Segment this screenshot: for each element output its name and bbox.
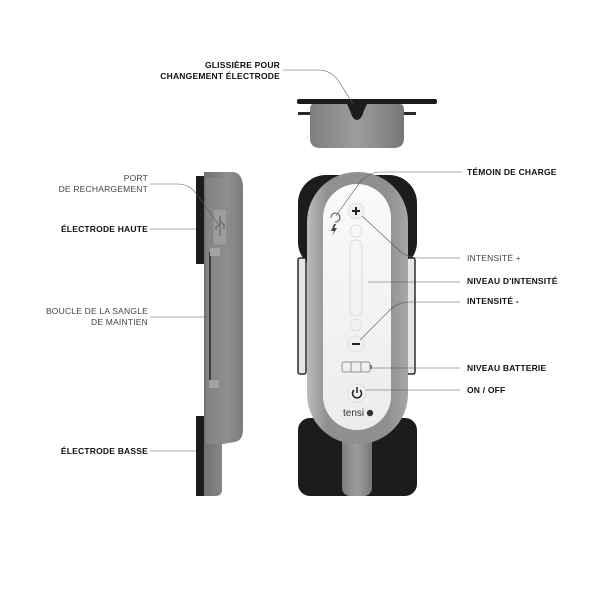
- top-view: [297, 99, 437, 148]
- label-on-off-line1: ON / OFF: [467, 385, 506, 395]
- label-strap-buckle: BOUCLE DE LA SANGLE DE MAINTIEN: [20, 306, 148, 328]
- label-charging-port-line1: PORT: [123, 173, 148, 183]
- label-intensity-level-line1: NIVEAU D'INTENSITÉ: [467, 276, 558, 286]
- label-slide-line2: CHANGEMENT ÉLECTRODE: [160, 71, 280, 81]
- brand-logo: tensi: [343, 408, 364, 419]
- label-intensity-minus-line1: INTENSITÉ -: [467, 296, 519, 306]
- charge-indicator-icon: [330, 212, 341, 223]
- lightning-icon: [331, 224, 337, 236]
- power-icon: [351, 389, 363, 399]
- label-charging-port-line2: DE RECHARGEMENT: [58, 184, 148, 194]
- label-upper-electrode-line1: ÉLECTRODE HAUTE: [60, 224, 148, 234]
- label-charge-indicator: TÉMOIN DE CHARGE: [467, 167, 557, 178]
- intensity-level-bar: [349, 239, 363, 317]
- label-slide: GLISSIÈRE POUR CHANGEMENT ÉLECTRODE: [140, 60, 280, 82]
- label-on-off: ON / OFF: [467, 385, 505, 396]
- label-charge-indicator-line1: TÉMOIN DE CHARGE: [467, 167, 557, 177]
- leader-lines: [150, 69, 462, 452]
- label-charging-port: PORT DE RECHARGEMENT: [40, 173, 148, 195]
- label-intensity-plus-line1: INTENSITÉ +: [467, 253, 521, 263]
- usb-icon: [215, 216, 225, 236]
- side-view: [196, 172, 243, 496]
- label-battery-level: NIVEAU BATTERIE: [467, 363, 546, 374]
- front-view: tensi: [297, 172, 417, 496]
- label-intensity-level: NIVEAU D'INTENSITÉ: [467, 276, 558, 287]
- label-strap-buckle-line1: BOUCLE DE LA SANGLE: [45, 306, 148, 316]
- label-lower-electrode-line1: ÉLECTRODE BASSE: [60, 446, 148, 456]
- slide-latch-icon[interactable]: [347, 104, 367, 120]
- label-upper-electrode: ÉLECTRODE HAUTE: [40, 224, 148, 235]
- label-slide-line1: GLISSIÈRE POUR: [204, 60, 280, 70]
- battery-icon: [341, 361, 372, 373]
- plus-icon: [352, 207, 360, 215]
- lower-electrode: [196, 416, 204, 496]
- label-lower-electrode: ÉLECTRODE BASSE: [40, 446, 148, 457]
- label-battery-level-line1: NIVEAU BATTERIE: [467, 363, 547, 373]
- label-strap-buckle-line2: DE MAINTIEN: [91, 317, 148, 327]
- label-intensity-minus: INTENSITÉ -: [467, 296, 519, 307]
- upper-electrode: [196, 176, 204, 264]
- label-intensity-plus: INTENSITÉ +: [467, 253, 521, 264]
